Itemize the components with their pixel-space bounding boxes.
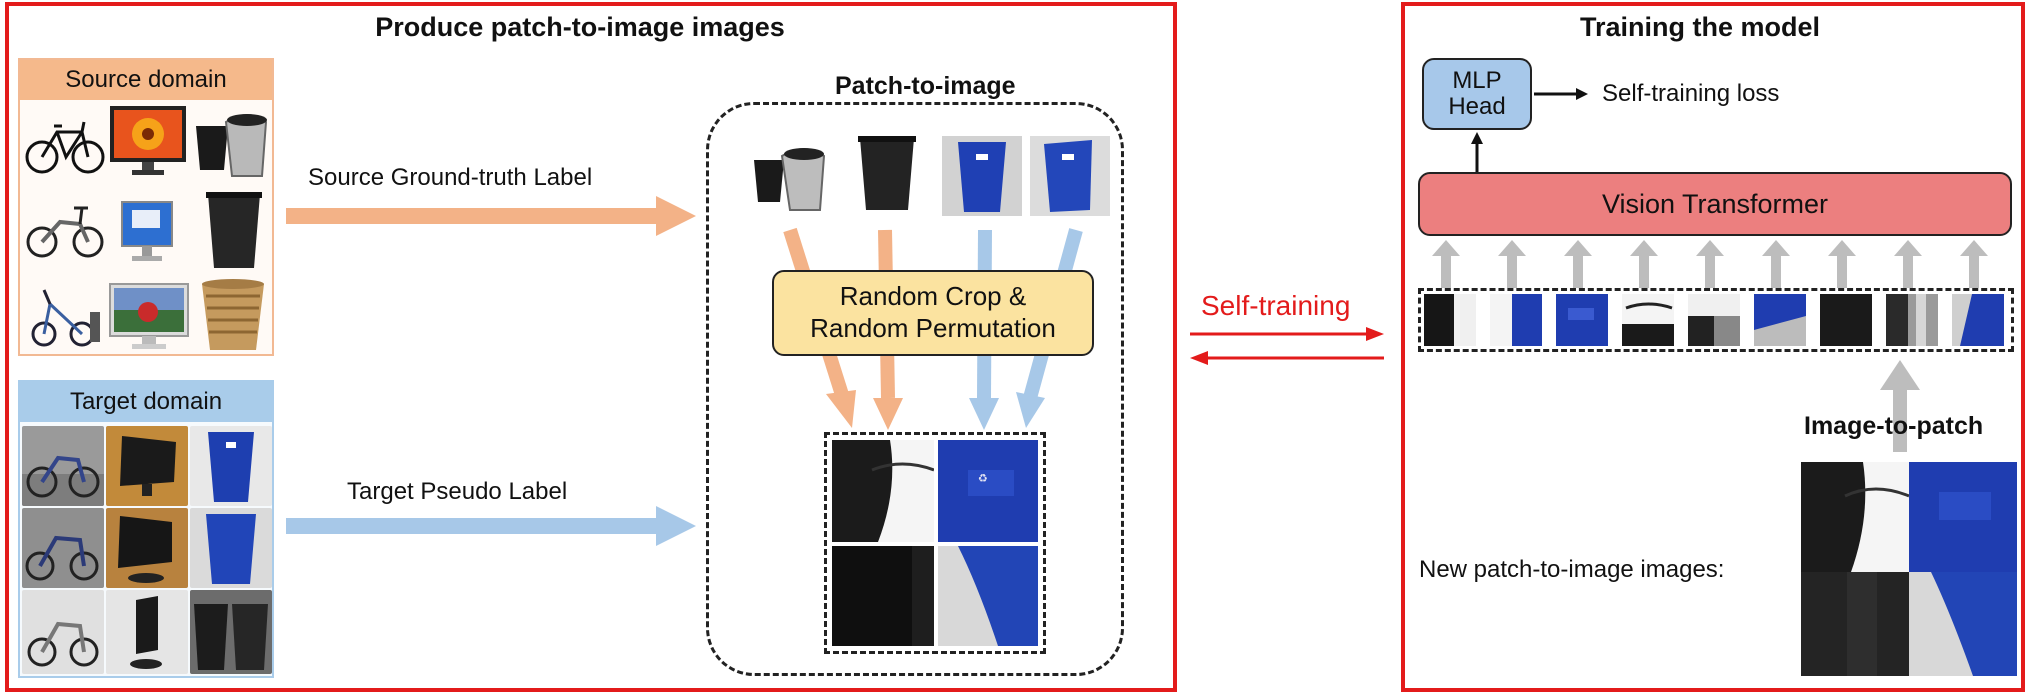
loss-arrow [1534, 88, 1588, 100]
patch-thumbnail [1909, 462, 2017, 572]
new-images-label: New patch-to-image images: [1419, 556, 1725, 583]
bicycle-icon [31, 289, 100, 347]
trash-bin-icon [754, 148, 826, 211]
trash-bin-icon [190, 590, 272, 674]
monitor-icon [106, 508, 188, 588]
image-to-patch-label: Image-to-patch [1804, 412, 1984, 440]
monitor-icon [106, 590, 188, 674]
right-panel-frame [1401, 2, 2025, 692]
source-domain-box: Source domain [18, 58, 274, 356]
trash-bin-icon [942, 136, 1022, 216]
patch-thumbnail [938, 546, 1038, 646]
monitor-icon [109, 283, 189, 349]
patch-thumbnail: ♻ [938, 440, 1038, 542]
bicycle-icon [26, 206, 104, 258]
trash-bin-icon [858, 136, 916, 210]
trash-bin-icon [196, 114, 268, 177]
svg-text:♻: ♻ [978, 472, 988, 485]
patch-to-image-title: Patch-to-image [835, 72, 1016, 100]
image-to-patch-arrow [1880, 360, 1920, 452]
self-training-loss: Self-training loss [1602, 80, 1780, 107]
bicycle-icon [22, 508, 104, 588]
patch-thumbnail [832, 440, 934, 542]
patch-to-image-box [706, 102, 1124, 676]
trash-bin-icon [206, 192, 262, 268]
target-domain-box: Target domain [18, 380, 274, 678]
source-domain-title: Source domain [20, 60, 272, 100]
patch-token-row [1418, 288, 2014, 352]
bicycle-icon [22, 590, 104, 674]
target-label: Target Pseudo Label [347, 478, 568, 505]
patch-thumbnail [1909, 572, 2017, 676]
target-arrow [286, 506, 696, 546]
self-training-label: Self-training [1201, 290, 1351, 321]
random-crop-box: Random Crop & Random Permutation [772, 270, 1094, 356]
vision-transformer-box: Vision Transformer [1418, 172, 2012, 236]
source-label: Source Ground-truth Label [308, 164, 593, 191]
right-panel-title: Training the model [1579, 12, 1821, 42]
patch-tokens [1424, 294, 2004, 346]
bicycle-icon [25, 121, 105, 174]
monitor-icon [110, 106, 186, 175]
bicycle-icon [22, 426, 104, 506]
token-arrows [1432, 240, 1988, 288]
composite-patch-image [824, 432, 1046, 654]
vit-to-mlp-arrow [1471, 132, 1483, 172]
source-arrow [286, 196, 696, 236]
target-domain-title: Target domain [20, 382, 272, 422]
patch-thumbnail [1801, 462, 1909, 572]
left-panel-frame [5, 2, 1177, 692]
trash-bin-icon [190, 426, 272, 506]
trash-bin-icon [190, 508, 272, 588]
trash-bin-icon [1030, 136, 1110, 216]
self-training-arrows [1190, 327, 1384, 365]
monitor-icon [121, 201, 173, 261]
trash-bin-icon [202, 279, 264, 350]
patch-thumbnail [832, 546, 934, 646]
patch-thumbnail [1801, 572, 1909, 676]
left-panel-title: Produce patch-to-image images [375, 12, 785, 42]
monitor-icon [106, 426, 188, 506]
mlp-head-box: MLP Head [1422, 58, 1532, 130]
